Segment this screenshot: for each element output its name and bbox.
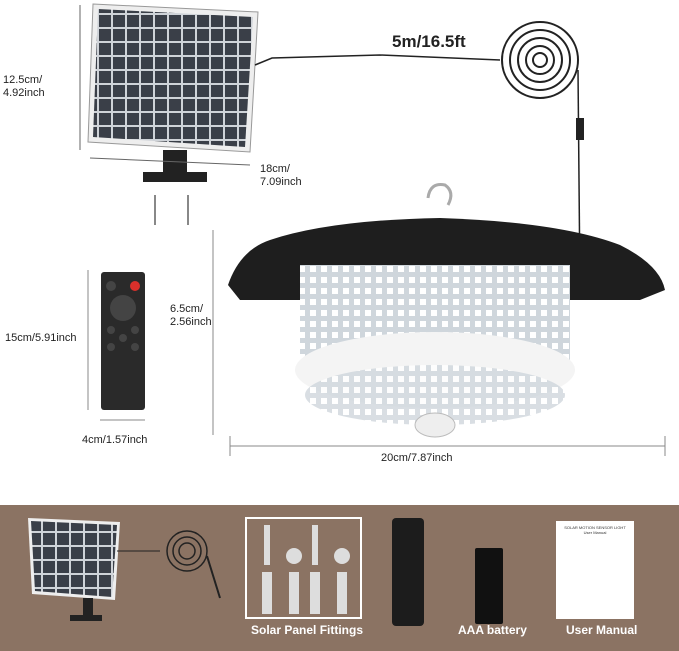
remote-control: [101, 272, 145, 410]
lamp-width-label: 20cm/7.87inch: [381, 452, 453, 464]
cable: [254, 54, 501, 66]
fittings-label: Solar Panel Fittings: [251, 623, 364, 637]
panel-width-dimension-line: [89, 157, 251, 166]
panel-height-label: 12.5cm/4.92inch: [3, 74, 45, 100]
lamp: [228, 183, 665, 438]
fittings: [262, 525, 350, 614]
mounting-bracket: [392, 518, 424, 626]
panel-width-imperial: 7.09inch: [260, 176, 302, 188]
fittings-frame: [245, 517, 362, 619]
package-solar-panel: [28, 518, 221, 621]
battery-label: AAA battery: [458, 623, 527, 637]
lamp-height-imperial: 2.56inch: [170, 316, 212, 328]
panel-height-imperial: 4.92inch: [3, 87, 45, 99]
user-manual-booklet: [556, 521, 634, 619]
cable-length-label: 5m/16.5ft: [392, 32, 466, 51]
cable-connector: [576, 118, 584, 140]
manual-title-text: SOLAR MOTION SENSOR LIGHT: [564, 525, 626, 530]
remote-height-label: 15cm/5.91inch: [5, 332, 77, 344]
panel-width-metric: 18cm/: [260, 163, 290, 175]
remote-width-label: 4cm/1.57inch: [82, 434, 148, 446]
panel-width-label: 18cm/7.09inch: [260, 163, 302, 189]
manual-subtitle: User Manual: [583, 530, 607, 535]
manual-label: User Manual: [566, 623, 638, 637]
cable-coil: [501, 21, 579, 99]
panel-height-metric: 12.5cm/: [3, 74, 43, 86]
aaa-batteries: [475, 548, 503, 624]
solar-panel: [87, 3, 259, 225]
lamp-height-metric: 6.5cm/: [170, 303, 204, 315]
lamp-height-label: 6.5cm/2.56inch: [170, 303, 212, 329]
